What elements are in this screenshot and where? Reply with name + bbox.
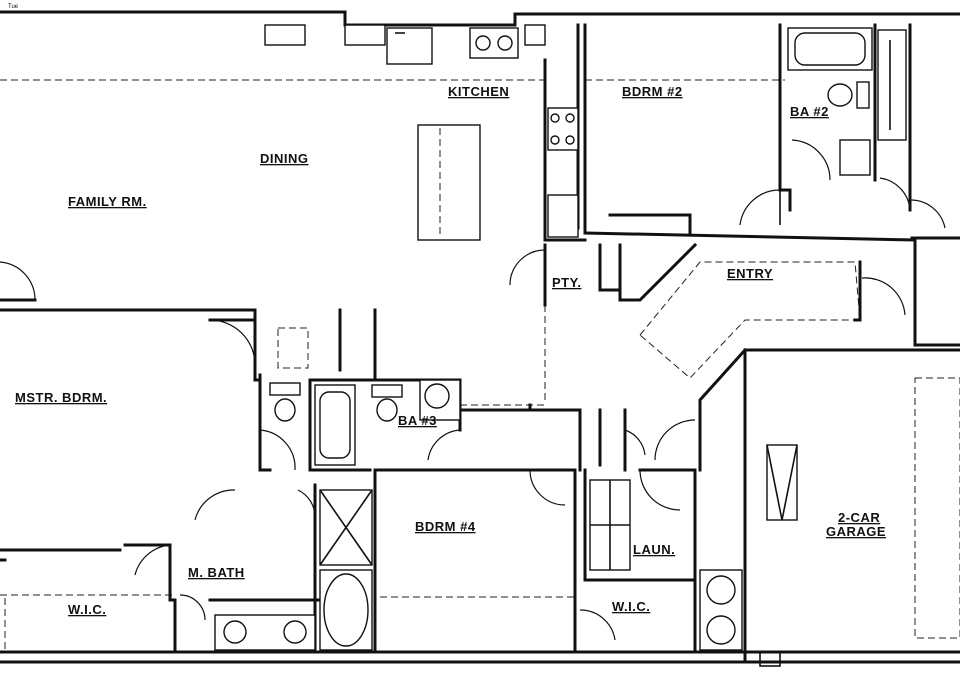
room-label-ba2: BA #2 xyxy=(790,104,829,119)
kitchen-island xyxy=(417,124,481,241)
corner-mark: Tue xyxy=(8,4,19,10)
room-label-family: FAMILY RM. xyxy=(68,194,147,209)
kitchen-fixtures xyxy=(264,24,579,369)
room-label-wic-right: W.I.C. xyxy=(612,599,650,614)
room-label-wic-left: W.I.C. xyxy=(68,602,106,617)
room-label-entry: ENTRY xyxy=(727,266,773,281)
room-label-garage-line1: 2-CAR xyxy=(838,510,880,525)
bath-fixtures xyxy=(214,27,907,651)
room-label-master-bath: M. BATH xyxy=(188,565,245,580)
room-label-ba3: BA #3 xyxy=(398,413,437,428)
door-swings xyxy=(134,139,946,641)
room-label-kitchen: KITCHEN xyxy=(448,84,509,99)
room-label-bdrm2: BDRM #2 xyxy=(622,84,683,99)
refrigerator xyxy=(386,27,433,65)
room-label-laundry: LAUN. xyxy=(633,542,675,557)
room-labels: KITCHEN BDRM #2 BA #2 DINING FAMILY RM. … xyxy=(15,84,886,617)
room-label-bdrm4: BDRM #4 xyxy=(415,519,476,534)
room-label-pantry: PTY. xyxy=(552,275,581,290)
room-label-garage-line2: GARAGE xyxy=(826,524,886,539)
room-label-master-bedroom: MSTR. BDRM. xyxy=(15,390,107,405)
room-label-dining: DINING xyxy=(260,151,309,166)
